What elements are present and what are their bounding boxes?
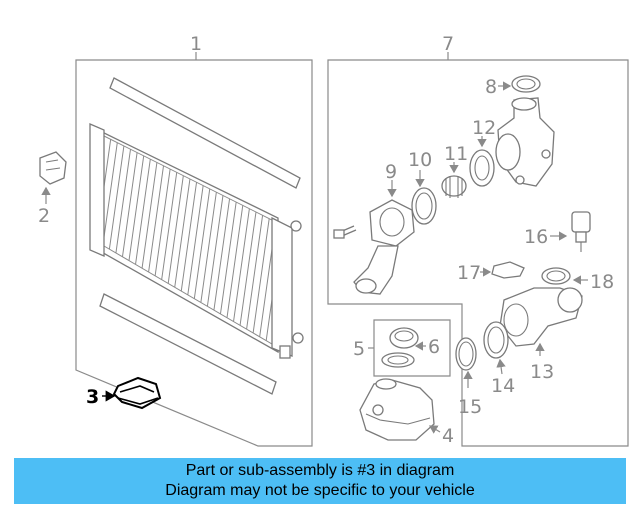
o-ring-8: [511, 75, 541, 93]
thermostat-housing: [495, 97, 555, 187]
radiator-group-panel: 1 2 3: [38, 33, 313, 447]
callout-15[interactable]: 15: [458, 396, 482, 418]
callout-14[interactable]: 14: [491, 375, 515, 397]
upper-air-seal: [109, 77, 301, 189]
coolant-flange-13: [499, 287, 583, 347]
coolant-flange-9: [333, 199, 415, 295]
info-banner: Part or sub-assembly is #3 in diagram Di…: [14, 458, 626, 504]
parts-diagram: 1 2 3: [38, 33, 629, 447]
callout-9[interactable]: 9: [385, 161, 397, 183]
radiator-lower-mount-bushing[interactable]: [112, 376, 162, 410]
callout-7[interactable]: 7: [442, 33, 454, 55]
seal-18: [541, 267, 571, 285]
callout-5[interactable]: 5: [353, 338, 365, 360]
radiator: [89, 123, 304, 359]
callout-10[interactable]: 10: [408, 149, 432, 171]
banner-line-2: Diagram may not be specific to your vehi…: [165, 482, 475, 499]
callout-3[interactable]: 3: [86, 386, 99, 408]
cap-seal: [381, 352, 415, 368]
callout-4[interactable]: 4: [442, 425, 454, 447]
temperature-sensor-16: [571, 211, 591, 252]
lower-air-seal: [99, 293, 277, 395]
banner-line-1: Part or sub-assembly is #3 in diagram: [185, 462, 455, 479]
coolant-reservoir-4: [359, 378, 435, 441]
gasket-17: [491, 261, 525, 279]
thermostat-11: [441, 175, 467, 198]
radiator-mount-bushing: [39, 151, 67, 185]
coolant-flange-panel: 7 8 12 11 10: [327, 33, 629, 447]
callout-18[interactable]: 18: [590, 271, 614, 293]
callout-12[interactable]: 12: [472, 117, 496, 139]
callout-13[interactable]: 13: [530, 361, 554, 383]
gasket-12: [469, 149, 495, 187]
callout-1[interactable]: 1: [190, 33, 202, 55]
callout-8[interactable]: 8: [485, 76, 497, 98]
callout-11[interactable]: 11: [444, 143, 468, 165]
callout-17[interactable]: 17: [457, 262, 481, 284]
reservoir-cap-panel: 5 6: [353, 319, 451, 377]
callout-2[interactable]: 2: [38, 205, 50, 227]
callout-6[interactable]: 6: [428, 336, 440, 358]
callout-16[interactable]: 16: [524, 226, 548, 248]
